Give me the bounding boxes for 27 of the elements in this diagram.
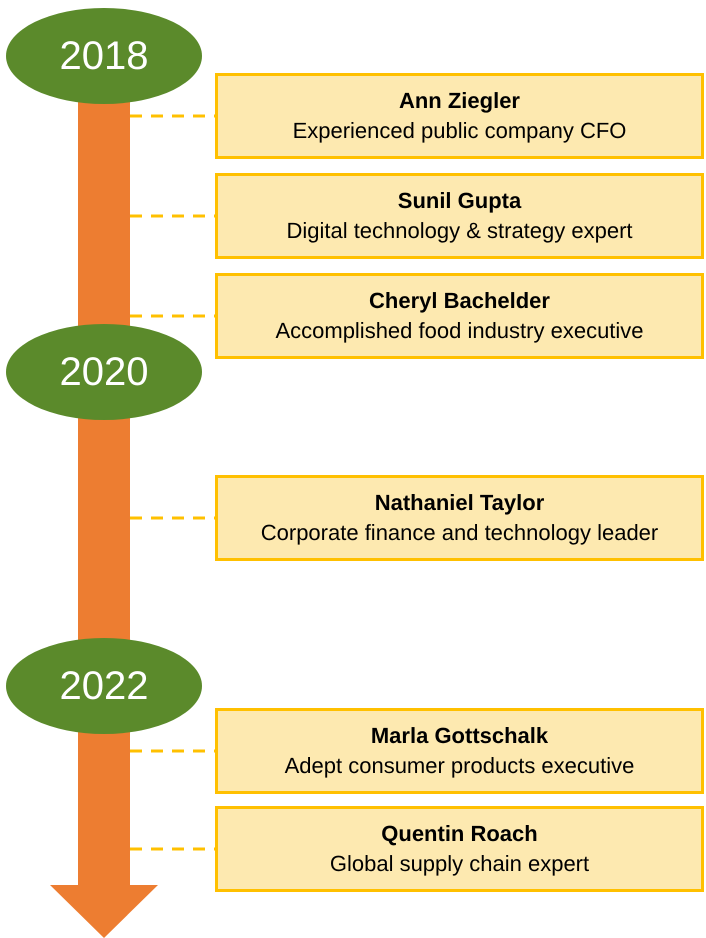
person-name: Nathaniel Taylor (374, 489, 544, 517)
profile-card (215, 806, 704, 892)
dashed-connector (130, 214, 215, 218)
year-label: 2018 (60, 34, 148, 78)
dashed-connector (130, 516, 215, 520)
person-name: Marla Gottschalk (370, 722, 548, 750)
person-name: Ann Ziegler (398, 87, 520, 115)
profile-card (215, 475, 704, 561)
profile-card (215, 173, 704, 259)
year-label: 2022 (60, 664, 148, 708)
person-name: Cheryl Bachelder (369, 287, 550, 315)
role-description: Corporate finance and technology leader (260, 519, 658, 547)
role-description: Adept consumer products executive (284, 752, 634, 780)
dashed-connector (130, 750, 215, 752)
role-description: Accomplished food industry executive (275, 317, 644, 345)
person-name: Quentin Roach (381, 820, 538, 848)
dashed-connector (130, 314, 215, 318)
role-description: Global supply chain expert (330, 850, 590, 878)
person-name: Sunil Gupta (398, 187, 522, 215)
profile-card (215, 73, 704, 159)
dashed-connector (130, 848, 215, 850)
profile-card (215, 273, 704, 359)
role-description: Experienced public company CFO (292, 117, 626, 145)
role-description: Digital technology & strategy expert (286, 217, 633, 245)
year-label: 2020 (60, 350, 148, 394)
profile-card (215, 708, 704, 794)
dashed-connector (130, 114, 215, 118)
